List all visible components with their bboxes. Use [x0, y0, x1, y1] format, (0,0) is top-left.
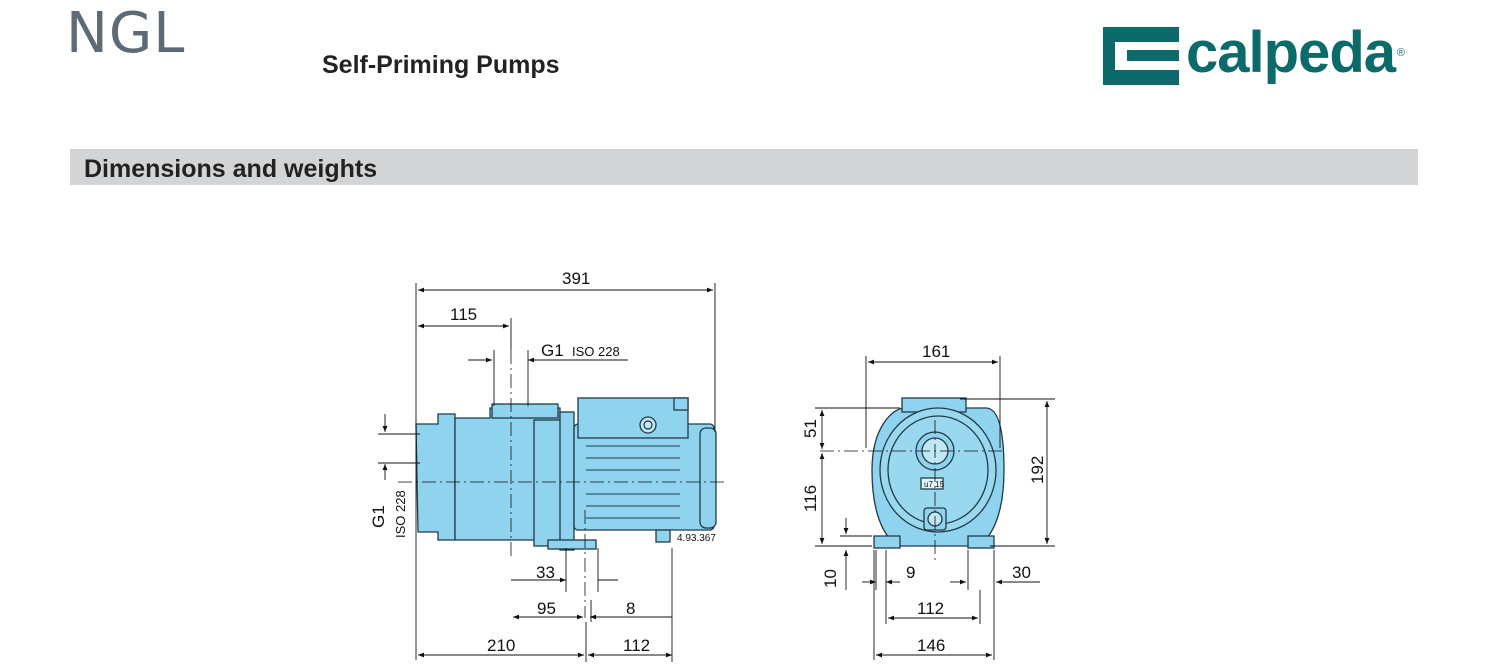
section-header: Dimensions and weights	[70, 149, 1418, 185]
section-title: Dimensions and weights	[84, 155, 378, 183]
side-port-label: G1	[369, 505, 388, 528]
calpeda-logo: calpeda®	[1103, 20, 1405, 85]
dim-51: 51	[801, 419, 820, 438]
logo-mark-icon	[1103, 27, 1179, 85]
top-port-label: G1	[541, 341, 564, 360]
motor-fins	[586, 445, 680, 519]
front-view-pump	[871, 397, 1005, 549]
dim-8: 8	[626, 599, 635, 618]
dim-210: 210	[487, 636, 515, 655]
dim-192: 192	[1028, 456, 1047, 484]
dim-391: 391	[562, 269, 590, 288]
dim-30: 30	[1012, 563, 1031, 582]
dim-10: 10	[821, 569, 840, 588]
dim-161: 161	[922, 342, 950, 361]
page-subtitle: Self-Priming Pumps	[322, 51, 560, 79]
dim-146: 146	[917, 636, 945, 655]
side-port-std: ISO 228	[393, 490, 408, 538]
logo-wordmark: calpeda®	[1186, 20, 1405, 85]
dim-33: 33	[536, 563, 555, 582]
dim-112-side: 112	[623, 636, 650, 655]
dim-116: 116	[801, 485, 820, 512]
top-port-std: ISO 228	[572, 344, 620, 359]
dim-9: 9	[906, 563, 915, 582]
series-title: NGL	[66, 1, 186, 66]
dim-95: 95	[537, 599, 556, 618]
side-view-pump	[415, 397, 717, 551]
nameplate: u7 15	[924, 480, 945, 489]
cable-gland-icon	[639, 416, 657, 434]
dim-115: 115	[450, 305, 477, 324]
drawing-code: 4.93.367	[677, 533, 716, 544]
dim-112-front: 112	[917, 599, 944, 618]
